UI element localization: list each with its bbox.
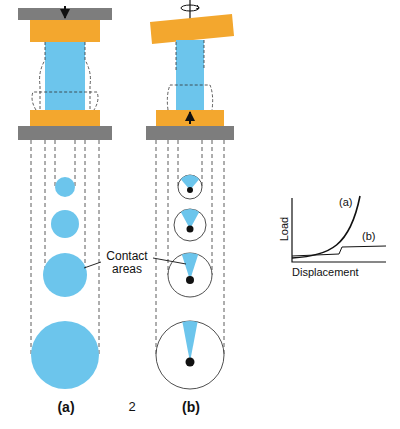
panel-label: (b) bbox=[176, 400, 206, 415]
callout-label: Contact areas bbox=[103, 250, 151, 276]
page-number: 2 bbox=[125, 400, 139, 414]
axis-label: Load bbox=[278, 213, 290, 245]
panel-label: (a) bbox=[51, 400, 81, 415]
curve-label: (a) bbox=[339, 196, 357, 208]
curve-label: (b) bbox=[362, 230, 382, 242]
axis-label: Displacement bbox=[292, 266, 382, 278]
load-displacement-graph bbox=[292, 196, 386, 262]
contact-area-partial bbox=[156, 175, 224, 389]
upsetting-press bbox=[18, 6, 112, 140]
contact-area-full bbox=[31, 177, 99, 389]
orbital-press bbox=[146, 0, 234, 140]
